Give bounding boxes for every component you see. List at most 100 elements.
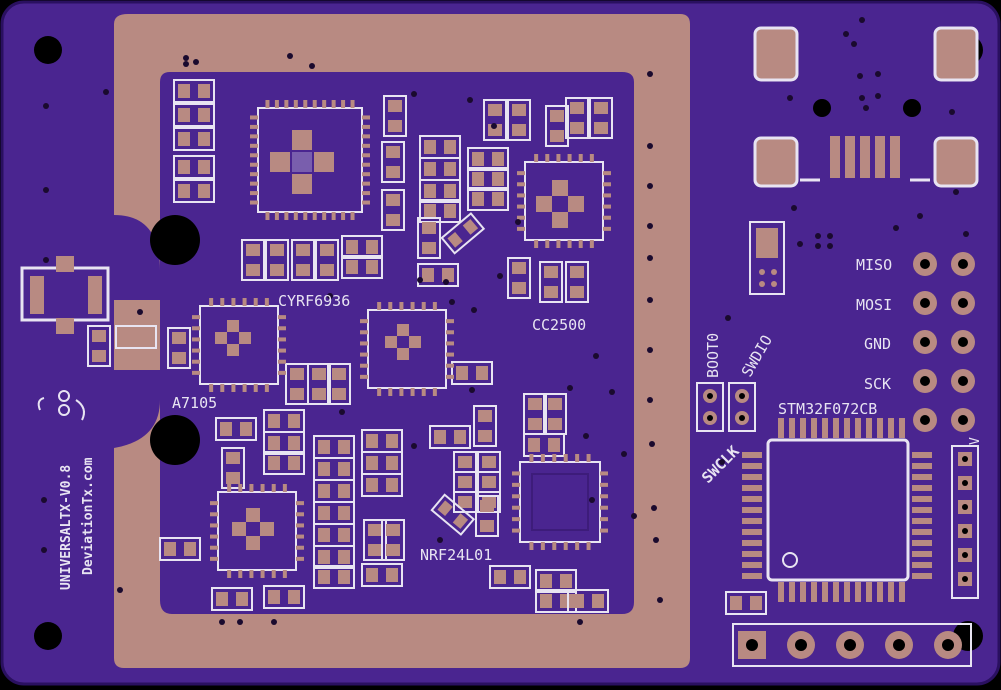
chip-pin <box>446 319 454 324</box>
via <box>719 459 725 465</box>
via <box>827 243 833 249</box>
pad <box>368 544 382 556</box>
pad <box>424 162 436 176</box>
chip-pin <box>556 240 561 248</box>
stm-pin <box>778 418 784 438</box>
passive-outline <box>489 565 531 589</box>
passive-outline <box>467 167 509 191</box>
chip-pin <box>421 302 426 310</box>
via <box>963 231 969 237</box>
label-boot0: BOOT0 <box>704 333 722 378</box>
chip-pin <box>264 384 269 392</box>
chip-pin <box>360 363 368 368</box>
label-side-url: DeviationTx.com <box>81 457 96 575</box>
stm-pin <box>822 418 828 438</box>
passive-outline <box>381 141 405 183</box>
chip-pin <box>271 570 276 578</box>
via <box>577 619 583 625</box>
via <box>183 61 189 67</box>
header-pin-hole <box>962 504 968 510</box>
passive-outline <box>589 97 613 139</box>
passive-outline <box>545 105 569 147</box>
chip-pin <box>600 517 608 522</box>
passive-outline <box>315 239 339 281</box>
label-gnd: GND <box>864 335 891 353</box>
header-pin-hole <box>962 480 968 486</box>
via <box>467 97 473 103</box>
passive-outline <box>507 257 531 299</box>
pad <box>540 574 552 588</box>
pad <box>366 456 378 470</box>
stm-pin <box>912 496 932 502</box>
chip-pin <box>377 388 382 396</box>
via <box>103 89 109 95</box>
label-side-title: UNIVERSALTX-V0.8 <box>59 465 74 590</box>
header-pin-hole <box>746 639 758 651</box>
chip-pin <box>552 542 557 550</box>
chip-pin <box>296 534 304 539</box>
pad <box>512 124 526 136</box>
chip-pin <box>231 384 236 392</box>
via <box>327 293 333 299</box>
stm-pin <box>844 418 850 438</box>
chip-pin <box>600 505 608 510</box>
header-pin-hole <box>958 376 968 386</box>
chip-pin <box>210 534 218 539</box>
pad <box>422 268 434 282</box>
passive-outline <box>361 563 403 587</box>
chip-pin <box>377 302 382 310</box>
pad <box>318 440 330 454</box>
boot-swd-header <box>696 382 756 432</box>
chip-pin <box>517 226 525 231</box>
chip-pin <box>399 302 404 310</box>
chip-pin <box>600 494 608 499</box>
stm-pin <box>742 496 762 502</box>
pad <box>512 104 526 116</box>
chip-pin <box>350 212 355 220</box>
chip-pin <box>278 337 286 342</box>
pad <box>458 476 472 488</box>
chip-pin <box>220 298 225 306</box>
via <box>863 105 869 111</box>
pad <box>572 594 584 608</box>
pad <box>434 430 446 444</box>
pad <box>492 152 504 166</box>
via <box>949 109 955 115</box>
via <box>137 309 143 315</box>
mount-hole <box>150 415 200 465</box>
passive-outline <box>361 473 403 497</box>
via <box>621 451 627 457</box>
header-pin-hole <box>962 528 968 534</box>
label-sck: SCK <box>864 375 891 393</box>
via <box>647 255 653 261</box>
chip-pin <box>603 226 611 231</box>
header-pin-hole <box>893 639 905 651</box>
via <box>469 387 475 393</box>
passive-components <box>87 79 767 615</box>
nrf24l01-chip <box>519 461 601 543</box>
chip-pin <box>192 348 200 353</box>
header-pin-hole <box>942 639 954 651</box>
chip-pin <box>278 348 286 353</box>
via <box>593 353 599 359</box>
pad <box>548 398 562 410</box>
pad <box>528 398 542 410</box>
via <box>859 17 865 23</box>
stm-pin <box>899 582 905 602</box>
pad <box>178 160 190 174</box>
chip-pin <box>282 484 287 492</box>
via <box>657 597 663 603</box>
chip-pin <box>250 153 258 158</box>
pad <box>512 262 526 274</box>
chip-pin <box>278 326 286 331</box>
via <box>309 63 315 69</box>
pad <box>268 456 280 470</box>
header-pin-hole <box>962 456 968 462</box>
pad <box>548 438 560 452</box>
chip-pin <box>250 191 258 196</box>
pad <box>338 440 350 454</box>
via <box>287 53 293 59</box>
chip-pin <box>362 115 370 120</box>
stm-pin <box>912 485 932 491</box>
chip-pin <box>575 542 580 550</box>
